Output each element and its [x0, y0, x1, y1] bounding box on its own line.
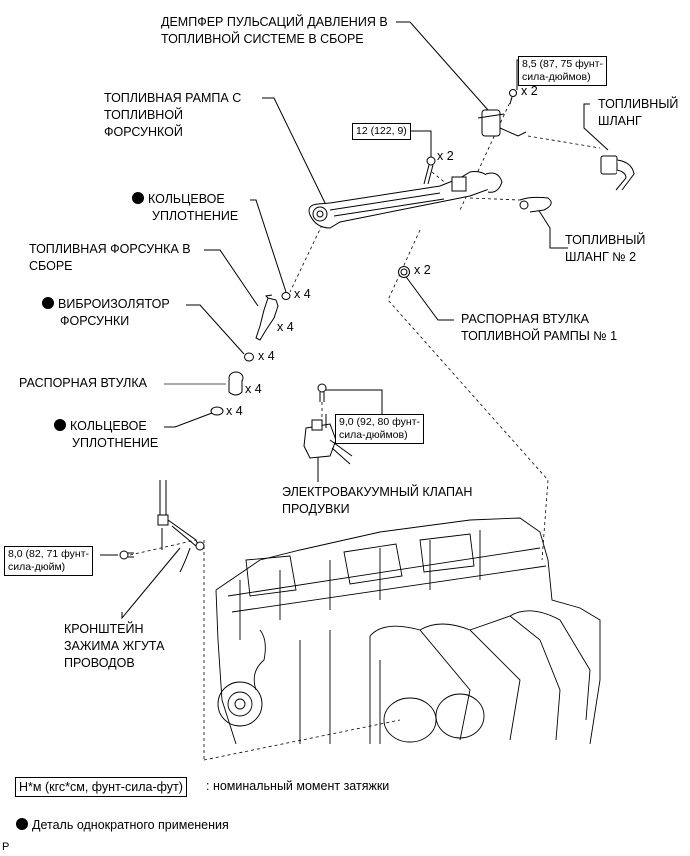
leader-damper [396, 21, 489, 111]
torque-rail-bolt: 12 (122, 9) [352, 123, 411, 140]
non-reusable-icon [42, 297, 54, 309]
qty-rail-bolt: x 2 [437, 149, 454, 163]
leader-bracket [121, 547, 181, 620]
label-rail-spacer-1: РАСПОРНАЯ ВТУЛКА ТОПЛИВНОЙ РАМПЫ № 1 [461, 312, 618, 343]
label-fuel-hose: ТОПЛИВНЫЙ ШЛАНГ [598, 97, 679, 128]
torque-bracket-bolt: 8,0 (82, 71 фунт- сила-дюйм) [4, 546, 93, 576]
leader-torque-vsv [322, 389, 383, 415]
qty-o-ring-bottom: x 4 [226, 404, 243, 418]
o-ring-bottom-drawing [210, 406, 224, 416]
qty-insulator: x 4 [258, 349, 275, 363]
bracket-bolt-drawing [119, 550, 134, 560]
leader-torque-rail [406, 130, 432, 158]
footer-mark: P [2, 841, 10, 853]
qty-rail-spacer: x 2 [414, 263, 431, 277]
qty-spacer: x 4 [245, 382, 262, 396]
engine-drawing [215, 517, 601, 745]
label-fuel-rail: ТОПЛИВНАЯ РАМПА С ТОПЛИВНОЙ ФОРСУНКОЙ [104, 91, 242, 139]
label-fuel-injector: ТОПЛИВНАЯ ФОРСУНКА В СБОРЕ [29, 242, 191, 273]
leader-torque-damper [516, 59, 518, 90]
fuel-rail-drawing [308, 171, 503, 229]
label-purge-vsv: ЭЛЕКТРОВАКУУМНЫЙ КЛАПАН ПРОДУВКИ [282, 485, 473, 516]
fuel-hose-2-drawing [519, 196, 552, 213]
torque-damper-bolt: 8,5 (87, 75 фунт- сила-дюймов) [518, 56, 607, 86]
harness-bracket-drawing [157, 480, 205, 573]
purge-vsv-drawing [303, 414, 353, 465]
rail-bolt-drawing [423, 156, 436, 185]
non-reusable-icon [54, 419, 66, 431]
qty-damper-bolt: x 2 [521, 84, 538, 98]
spacer-drawing [228, 371, 244, 396]
label-harness-bracket: КРОНШТЕЙН ЗАЖИМА ЖГУТА ПРОВОДОВ [64, 622, 165, 670]
leader-fuel-hose-2 [535, 205, 568, 249]
leader-fuel-hose [583, 103, 609, 151]
label-fuel-hose-2: ТОПЛИВНЫЙ ШЛАНГ № 2 [565, 233, 646, 264]
injector-drawing [255, 294, 279, 341]
legend-torque-unit: Н*м (кгс*см, фунт-сила-фут) [15, 777, 187, 797]
label-injector-vibration-insulator: ВИБРОИЗОЛЯТОР ФОРСУНКИ [42, 296, 170, 330]
label-spacer: РАСПОРНАЯ ВТУЛКА [19, 376, 147, 390]
vsv-bolt-drawing [317, 383, 327, 402]
o-ring-top-drawing [281, 292, 291, 300]
label-o-ring-top: КОЛЬЦЕВОЕ УПЛОТНЕНИЕ [132, 191, 238, 225]
label-pulsation-damper: ДЕМПФЕР ПУЛЬСАЦИЙ ДАВЛЕНИЯ В ТОПЛИВНОЙ С… [161, 15, 388, 46]
label-o-ring-bottom: КОЛЬЦЕВОЕ УПЛОТНЕНИЕ [54, 418, 158, 452]
leader-fuel-rail [262, 97, 327, 206]
qty-o-ring-top: x 4 [294, 287, 311, 301]
leader-injector [204, 249, 259, 307]
leader-insulator [186, 304, 245, 355]
insulator-drawing [244, 352, 254, 362]
leader-o-ring-top [250, 199, 287, 293]
fuel-hose-drawing [600, 155, 635, 191]
torque-vsv-bolt: 9,0 (92, 80 фунт- сила-дюймов) [335, 414, 424, 444]
leader-o-ring-bottom [164, 412, 213, 428]
pulsation-damper-drawing [477, 89, 527, 137]
legend-torque-description: : номинальный момент затяжки [206, 779, 390, 793]
non-reusable-icon [16, 818, 28, 830]
non-reusable-icon [132, 192, 144, 204]
legend-non-reusable: Деталь однократного применения [16, 816, 229, 834]
rail-spacer-drawing [398, 266, 410, 278]
leader-rail-spacer [403, 273, 454, 321]
qty-injector: x 4 [277, 320, 294, 334]
